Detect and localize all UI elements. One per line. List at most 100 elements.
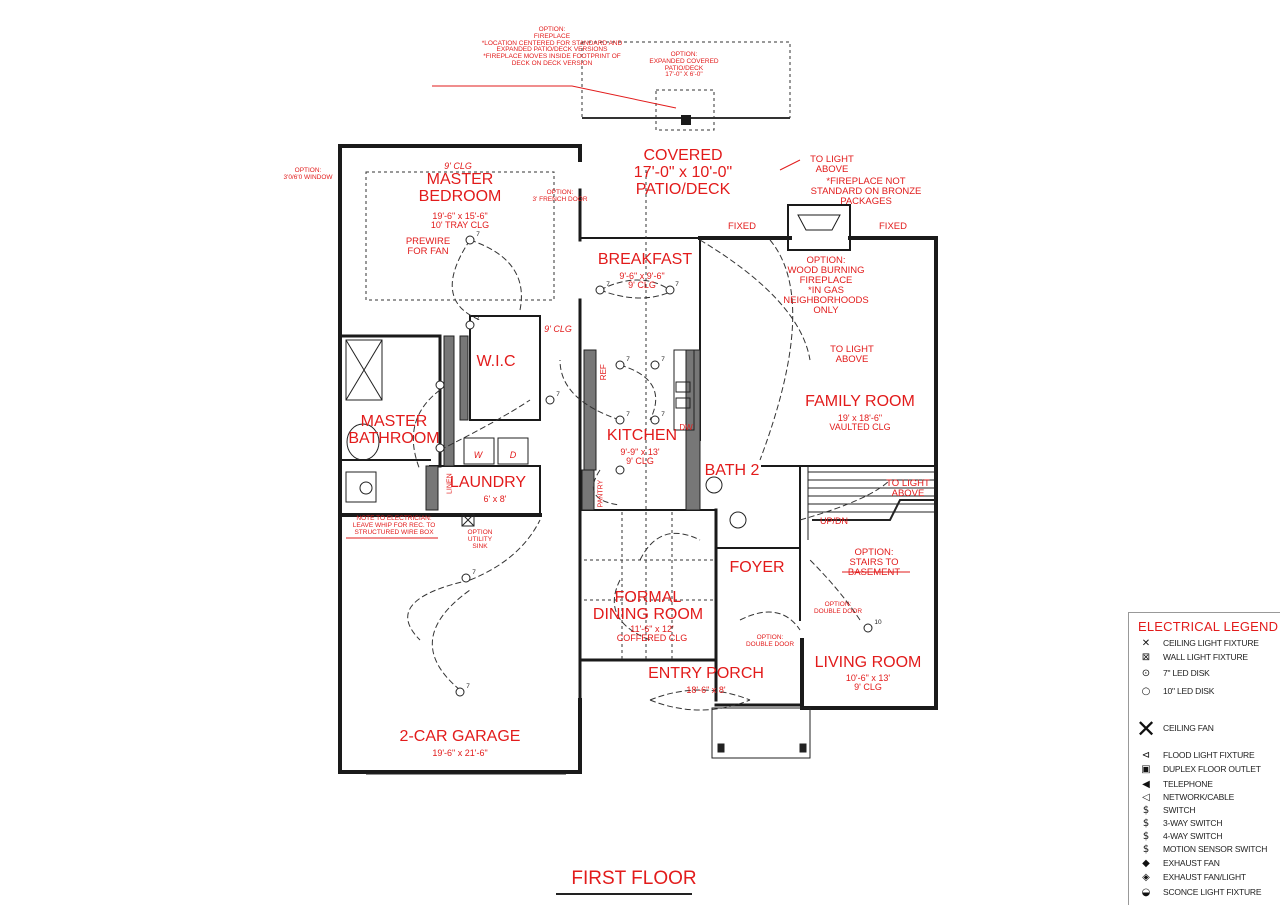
fixture-mark: 7 (466, 683, 470, 690)
stairs (807, 466, 936, 540)
stairs-label: UP/DN (819, 516, 849, 526)
fixture-mark: 7 (675, 281, 679, 288)
master-bedroom-dims: 19'-6" x 15'-6" 10' TRAY CLG (430, 211, 490, 231)
fixed-window-right: FIXED (879, 221, 907, 232)
legend-item: ◈ EXHAUST FAN/LIGHT (1133, 871, 1280, 885)
legend-label: 10" LED DISK (1163, 686, 1215, 696)
legend-label: DUPLEX FLOOR OUTLET (1163, 764, 1261, 774)
bath2-name: BATH 2 (704, 462, 760, 479)
dashed-outlines (365, 41, 791, 660)
light-above-note-2: TO LIGHT ABOVE (830, 344, 874, 365)
entry-porch-name: ENTRY PORCH (648, 665, 764, 682)
utility-sink-note: OPTION UTILITY SINK (467, 529, 493, 550)
walls (338, 144, 938, 774)
electrician-note: NOTE TO ELECTRICIAN: LEAVE WHIP FOR REC.… (352, 515, 436, 536)
fixture-mark: 7 (476, 315, 480, 322)
fixture-mark: 10 (874, 619, 882, 626)
window-option-note: OPTION: 3'0/6'0 WINDOW (283, 167, 333, 181)
wall-light-icon: ⊠ (1141, 652, 1151, 663)
ref-label: REF (598, 364, 608, 381)
living-room-dims: 10'-6" x 13' 9' CLG (845, 673, 891, 693)
legend-label: NETWORK/CABLE (1163, 792, 1235, 802)
kitchen-name: KITCHEN (606, 427, 678, 444)
fixture-mark: 7 (626, 411, 630, 418)
legend-item: ▣ DUPLEX FLOOR OUTLET (1133, 763, 1280, 777)
living-room-name: LIVING ROOM (814, 654, 922, 671)
fixture-mark: 7 (626, 356, 630, 363)
laundry-name: LAUNDRY (449, 474, 527, 491)
master-bedroom-name: MASTER BEDROOM (418, 171, 502, 205)
dw-label: DW (679, 423, 693, 432)
kitchen-dims: 9'-9" x 13' 9' CLG (620, 447, 660, 467)
legend-item: $ MOTION SENSOR SWITCH (1133, 843, 1280, 857)
fixture-mark: 7 (661, 411, 665, 418)
light-fixtures (435, 235, 873, 697)
stairs-option-note: OPTION: STAIRS TO BASEMENT (847, 547, 901, 578)
fixture-mark: 7 (606, 281, 610, 288)
legend-item: ◆ EXHAUST FAN (1133, 857, 1280, 871)
legend-item: ✕ CEILING FAN (1133, 717, 1280, 741)
light-above-note-3: TO LIGHT ABOVE (886, 478, 930, 499)
breakfast-dims: 9'-6" x 9'-6" 9' CLG (619, 271, 665, 291)
double-door-note-2: OPTION: DOUBLE DOOR (745, 634, 795, 648)
wic-clg: 9' CLG (544, 324, 572, 334)
wood-fireplace-note: OPTION: WOOD BURNING FIREPLACE *IN GAS N… (783, 255, 869, 316)
led-disk-7-icon: ⊙ (1141, 668, 1151, 679)
fixture-mark: 7 (556, 391, 560, 398)
legend-item: ⊙ 7" LED DISK (1133, 667, 1280, 681)
fixtures (345, 339, 747, 529)
duplex-floor-outlet-icon: ▣ (1141, 764, 1151, 775)
legend-label: WALL LIGHT FIXTURE (1163, 652, 1248, 662)
fireplace-not-standard-note: *FIREPLACE NOT STANDARD ON BRONZE PACKAG… (810, 176, 922, 207)
master-bathroom-name: MASTER BATHROOM (348, 413, 440, 447)
flood-light-icon: ⊲ (1141, 750, 1151, 761)
dryer-label: D (509, 450, 517, 460)
legend-item: ○ 10" LED DISK (1133, 685, 1280, 699)
three-way-switch-icon: $ (1142, 818, 1150, 829)
breakfast-name: BREAKFAST (597, 251, 693, 268)
network-cable-icon: ◁ (1142, 792, 1150, 803)
laundry-dims: 6' x 8' (483, 494, 507, 504)
family-room-name: FAMILY ROOM (805, 393, 915, 410)
family-room-dims: 19' x 18'-6" VAULTED CLG (829, 413, 891, 433)
legend-item: ◁ NETWORK/CABLE (1133, 791, 1280, 805)
washer-label: W (473, 450, 483, 460)
french-door-note: OPTION: 3' FRENCH DOOR (532, 189, 588, 203)
wiring (407, 239, 891, 711)
electrical-legend: ELECTRICAL LEGEND ✕ CEILING LIGHT FIXTUR… (1128, 612, 1280, 905)
legend-item: ◒ SCONCE LIGHT FIXTURE (1133, 886, 1280, 900)
led-disk-10-icon: ○ (1141, 686, 1151, 697)
legend-label: SCONCE LIGHT FIXTURE (1163, 887, 1262, 897)
four-way-switch-icon: $ (1142, 831, 1150, 842)
fixture-mark: 7 (661, 356, 665, 363)
fireplace-box (681, 115, 851, 251)
legend-label: MOTION SENSOR SWITCH (1163, 844, 1268, 854)
legend-label: SWITCH (1163, 805, 1196, 815)
legend-label: EXHAUST FAN (1163, 858, 1220, 868)
switch-icon: $ (1142, 805, 1150, 816)
legend-item: ⊲ FLOOD LIGHT FIXTURE (1133, 749, 1280, 763)
legend-label: CEILING LIGHT FIXTURE (1163, 638, 1259, 648)
legend-item: ⊠ WALL LIGHT FIXTURE (1133, 651, 1280, 665)
formal-dining-dims: 11'-6" x 12' COFFERED CLG (616, 624, 688, 644)
ceiling-light-icon: ✕ (1141, 638, 1151, 649)
garage-name: 2-CAR GARAGE (399, 728, 521, 745)
motion-sensor-switch-icon: $ (1142, 844, 1150, 855)
legend-label: TELEPHONE (1163, 779, 1213, 789)
telephone-icon: ◀ (1142, 779, 1150, 790)
legend-item: $ 4-WAY SWITCH (1133, 830, 1280, 844)
linen-label: LINEN (446, 473, 454, 494)
legend-label: CEILING FAN (1163, 723, 1214, 733)
garage-dims: 19'-6" x 21'-6" (432, 748, 488, 758)
legend-title: ELECTRICAL LEGEND (1138, 619, 1279, 634)
legend-item: $ SWITCH (1133, 804, 1280, 818)
legend-label: 3-WAY SWITCH (1163, 818, 1223, 828)
legend-label: 4-WAY SWITCH (1163, 831, 1223, 841)
fixture-mark: 7 (472, 569, 476, 576)
entry-porch-dims: 18'-6" x 8' (686, 685, 726, 695)
fireplace-option-note: OPTION: FIREPLACE *LOCATION CENTERED FOR… (481, 26, 623, 68)
prewire-fan-note: PREWIRE FOR FAN (405, 236, 451, 257)
legend-item: ✕ CEILING LIGHT FIXTURE (1133, 637, 1280, 651)
legend-label: 7" LED DISK (1163, 668, 1210, 678)
